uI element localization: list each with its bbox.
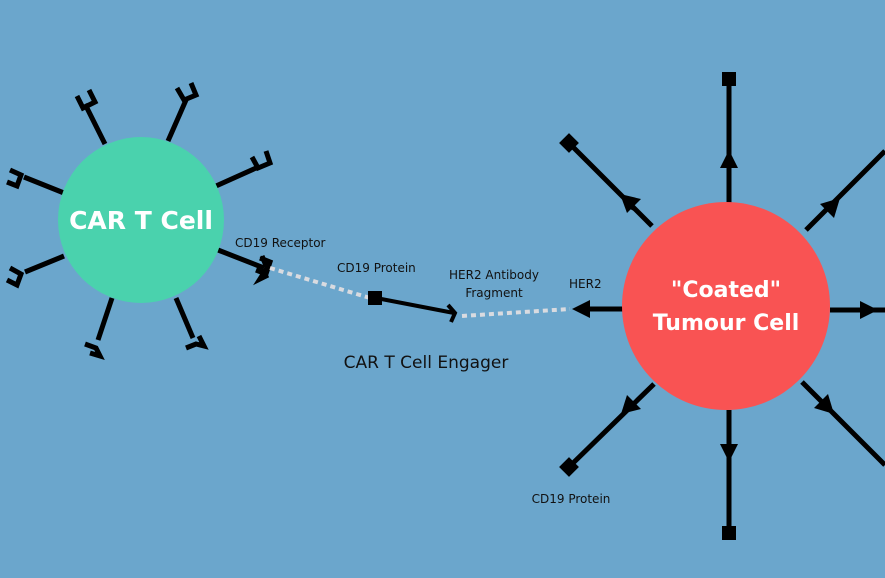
- receptor-lower-right: [173, 297, 209, 351]
- car-t-cell-label: CAR T Cell: [69, 206, 213, 235]
- cd19-protein-square: [368, 291, 382, 305]
- her2-arrow-upper-right: [820, 198, 840, 218]
- receptor-left-upper: [6, 167, 65, 196]
- cd19-protein-tumour-label: CD19 Protein: [532, 492, 611, 506]
- tumour-cell-label-line2: Tumour Cell: [653, 311, 800, 336]
- her2-label: HER2: [569, 277, 602, 291]
- engager-label: CAR T Cell Engager: [344, 353, 509, 373]
- car-t-receptors: [5, 82, 274, 361]
- tumour-cell: [622, 202, 830, 410]
- cd19-protein-engager-label: CD19 Protein: [337, 261, 416, 275]
- cd19-diamond-lower-left: [559, 457, 579, 477]
- her2-arrow-up: [720, 150, 738, 168]
- receptor-upper-right: [165, 82, 200, 143]
- her2-antibody-fork: [446, 303, 458, 323]
- cd19-receptor-label: CD19 Receptor: [235, 236, 326, 250]
- car-t-cell: [58, 137, 224, 303]
- receptor-left-lower: [5, 253, 65, 289]
- receptor-lower-left: [84, 297, 115, 361]
- her2-arrow-right: [860, 301, 878, 319]
- car-t-cell-engager: [368, 291, 458, 323]
- cd19-square-top: [722, 72, 736, 86]
- engager-links: [269, 266, 571, 318]
- receptor-upper-left: [74, 88, 108, 146]
- tumour-cell-label-line1: "Coated": [671, 278, 781, 303]
- her2-antibody-label-line1: HER2 Antibody: [449, 268, 539, 282]
- cd19-receptor: [217, 247, 274, 286]
- her2-arrow-left: [572, 300, 590, 318]
- cd19-square-bottom: [722, 526, 736, 540]
- tumour-spikes: [559, 72, 885, 540]
- her2-arrow-down: [720, 444, 738, 462]
- her2-arrow-lower-right: [814, 394, 834, 414]
- her2-arrow-lower-left: [621, 395, 641, 414]
- her2-arrowhead-upper-left: [620, 194, 641, 213]
- receptor-right-upper: [214, 150, 274, 189]
- her2-antibody-label-line2: Fragment: [465, 286, 523, 300]
